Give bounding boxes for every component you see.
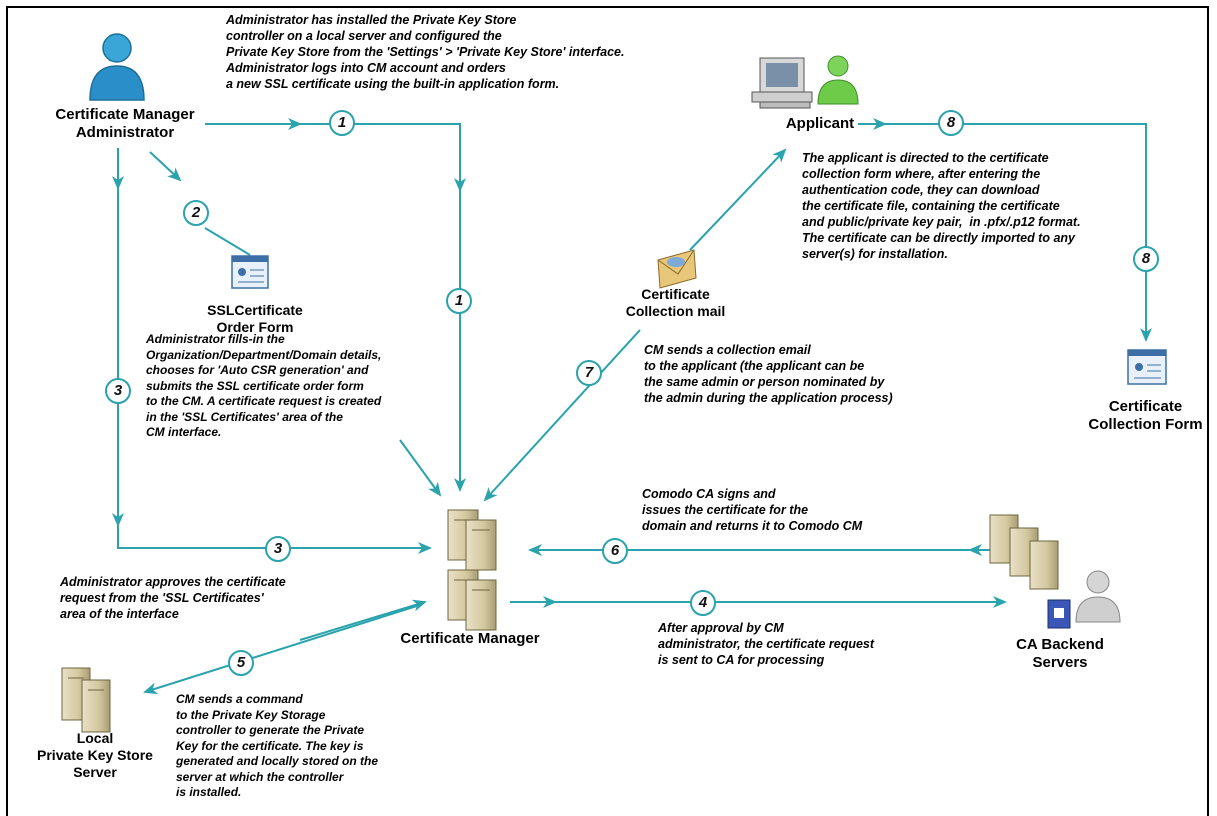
step-badge-3: 3	[105, 378, 131, 404]
applicant-label: Applicant	[785, 115, 855, 132]
ca-backend-servers-icon	[989, 514, 1071, 629]
applicant-computer-icon	[751, 57, 813, 109]
note-admin-approves: Administrator approves the certificate r…	[60, 575, 286, 621]
ca-backend-label: CA Backend Servers	[1016, 636, 1104, 671]
step-badge-2: 2	[183, 200, 209, 226]
line-step2	[204, 227, 251, 256]
envelope-icon	[657, 249, 697, 289]
note-sent-to-ca: After approval by CM administrator, the …	[658, 621, 875, 667]
order-form-label: SSLCertificate Order Form	[207, 302, 303, 335]
note-ca-signs: Comodo CA signs and issues the certifica…	[642, 487, 863, 533]
step-badge-4: 4	[690, 590, 716, 616]
step-badge-7: 7	[576, 360, 602, 386]
note-collection-email: CM sends a collection email to the appli…	[644, 343, 893, 405]
arrow-step7	[483, 329, 641, 502]
local-key-store-server-icon	[61, 667, 111, 733]
certificate-manager-server-icon	[447, 509, 497, 631]
frame-border	[6, 6, 1209, 816]
step-badge-1: 1	[329, 110, 355, 136]
step-badge-1: 1	[446, 288, 472, 314]
collection-mail-label: Certificate Collection mail	[625, 286, 726, 319]
note-applicant: The applicant is directed to the certifi…	[802, 151, 1081, 261]
ca-operator-person-icon	[1075, 570, 1121, 623]
collection-form-icon	[1127, 349, 1167, 385]
step-badge-8: 8	[938, 110, 964, 136]
note-order-form: Administrator fills-in the Organization/…	[146, 332, 382, 439]
step-badge-8: 8	[1133, 246, 1159, 272]
applicant-person-icon	[817, 55, 859, 105]
arrow-step3	[117, 148, 432, 554]
administrator-label: Certificate Manager Administrator	[55, 106, 195, 141]
arrow-step5-back	[299, 599, 427, 641]
note-private-key: CM sends a command to the Private Key St…	[176, 692, 379, 799]
administrator-person-icon	[89, 33, 145, 101]
arrow-form-to-cm	[399, 439, 442, 497]
step-badge-3: 3	[265, 536, 291, 562]
local-key-store-label: Local Private Key Store Server	[37, 730, 153, 780]
ssl-order-form-icon	[231, 255, 269, 289]
certificate-manager-label: Certificate Manager	[400, 630, 540, 647]
step-badge-5: 5	[228, 650, 254, 676]
arrow-step2	[149, 151, 182, 182]
note-setup: Administrator has installed the Private …	[226, 13, 625, 91]
arrow-step5	[143, 604, 421, 695]
arrow-mail-to-applicant	[689, 148, 787, 251]
collection-form-label: Certificate Collection Form	[1088, 398, 1203, 433]
step-badge-6: 6	[602, 538, 628, 564]
